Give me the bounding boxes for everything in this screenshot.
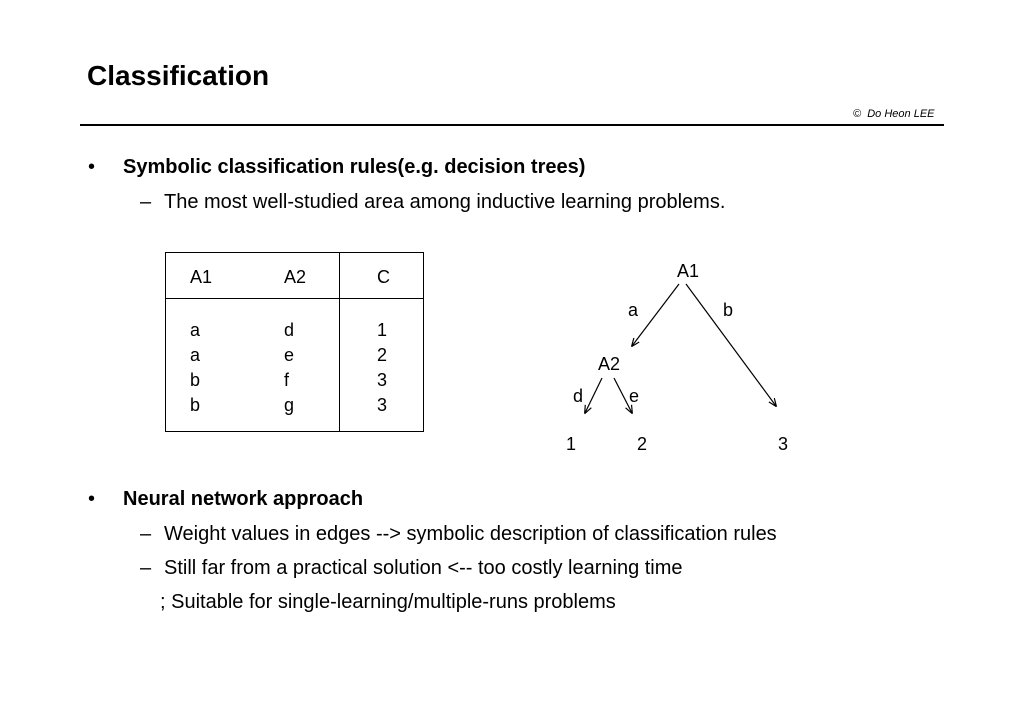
table-cell: b — [190, 370, 201, 390]
tree-edge-d — [585, 377, 603, 413]
tree-edge-e — [613, 377, 632, 413]
table-cell: e — [284, 345, 295, 365]
table-divider-vertical — [339, 253, 340, 431]
tree-edge-a — [632, 283, 680, 346]
title-divider — [80, 124, 944, 126]
table-cell: 1 — [377, 320, 388, 340]
author-name: Do Heon LEE — [867, 108, 935, 120]
tree-node-child: A2 — [598, 354, 620, 374]
sub-item-text: Weight values in edges --> symbolic desc… — [164, 523, 777, 545]
table-cell: 3 — [377, 370, 388, 390]
copyright-icon: © — [853, 108, 862, 120]
table-cell: d — [284, 320, 295, 340]
tree-edge-b — [685, 283, 776, 406]
bullet-heading-neural: Neural network approach — [123, 488, 364, 510]
table-cell: g — [284, 395, 295, 415]
bullet-marker: • — [88, 488, 96, 510]
sub-item-text: Still far from a practical solution <-- … — [164, 557, 683, 579]
tree-leaf-2: 2 — [637, 434, 647, 454]
tree-leaf-3: 3 — [778, 434, 788, 454]
tree-edge-label-e: e — [629, 386, 639, 406]
decision-table: A1 A2 C a d 1 a e 2 b f 3 b g 3 — [165, 252, 424, 432]
tree-node-root: A1 — [677, 261, 699, 281]
table-cell: 3 — [377, 395, 388, 415]
sub-dash: – — [140, 191, 152, 213]
tree-edge-label-d: d — [573, 386, 583, 406]
table-header: A2 — [284, 267, 307, 287]
table-cell: f — [284, 370, 290, 390]
page-title: Classification — [87, 60, 270, 91]
tree-leaf-1: 1 — [566, 434, 576, 454]
table-divider-horizontal — [166, 298, 423, 299]
sub-dash: – — [140, 523, 152, 545]
table-cell: a — [190, 345, 201, 365]
bullet-heading-symbolic: Symbolic classification rules(e.g. decis… — [123, 156, 586, 178]
bullet-marker: • — [88, 156, 96, 178]
table-header: A1 — [190, 267, 213, 287]
table-cell: a — [190, 320, 201, 340]
table-cell: 2 — [377, 345, 388, 365]
tree-edge-label-b: b — [723, 300, 733, 320]
author-credit: © Do Heon LEE — [853, 108, 935, 120]
tree-edge-label-a: a — [628, 300, 639, 320]
sub-item-text: ; Suitable for single-learning/multiple-… — [160, 591, 616, 613]
sub-dash: – — [140, 557, 152, 579]
table-header: C — [377, 267, 390, 287]
sub-item-text: The most well-studied area among inducti… — [164, 191, 726, 213]
table-cell: b — [190, 395, 201, 415]
